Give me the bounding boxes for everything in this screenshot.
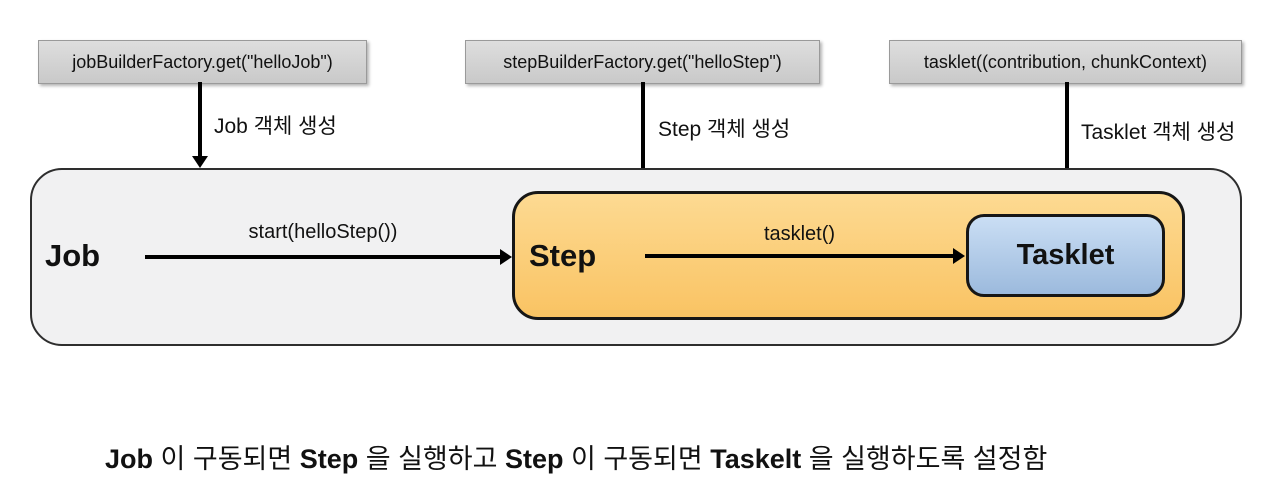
- step-create-arrow-label: Step 객체 생성: [658, 118, 791, 141]
- caption-part: Job: [105, 444, 154, 474]
- step-to-tasklet-arrow-label: tasklet(): [763, 223, 836, 245]
- caption-part: Taskelt: [710, 444, 802, 474]
- caption-part: 을 실행하도록 설정함: [801, 444, 1048, 474]
- factory-box-step: stepBuilderFactory.get("helloStep"): [465, 40, 820, 84]
- factory-box-job: jobBuilderFactory.get("helloJob"): [38, 40, 367, 84]
- job-create-arrow-label: Job 객체 생성: [214, 115, 337, 138]
- factory-box-tasklet: tasklet((contribution, chunkContext): [889, 40, 1242, 84]
- caption-part: 이 구동되면: [563, 444, 711, 474]
- tasklet-box-label: Tasklet: [1016, 239, 1115, 271]
- job-to-step-arrow: [145, 255, 501, 259]
- step-create-arrow: [641, 82, 645, 181]
- caption-part: Step: [299, 444, 359, 474]
- job-to-step-arrow-label: start(helloStep()): [248, 221, 398, 243]
- factory-box-job-label: jobBuilderFactory.get("helloJob"): [72, 51, 333, 72]
- job-label: Job: [45, 238, 101, 273]
- step-to-tasklet-arrow: [645, 254, 954, 258]
- tasklet-create-arrow: [1065, 82, 1069, 204]
- factory-box-tasklet-label: tasklet((contribution, chunkContext): [923, 51, 1208, 72]
- caption-part: 을 실행하고: [358, 444, 505, 474]
- factory-box-step-label: stepBuilderFactory.get("helloStep"): [503, 51, 782, 72]
- step-label: Step: [529, 238, 597, 273]
- tasklet-box: Tasklet: [966, 214, 1165, 297]
- caption: Job 이 구동되면 Step 을 실행하고 Step 이 구동되면 Taske…: [105, 437, 1047, 476]
- caption-part: 이 구동되면: [153, 444, 300, 474]
- tasklet-create-arrow-label: Tasklet 객체 생성: [1081, 121, 1236, 144]
- caption-part: Step: [504, 444, 564, 474]
- job-create-arrow: [198, 82, 202, 157]
